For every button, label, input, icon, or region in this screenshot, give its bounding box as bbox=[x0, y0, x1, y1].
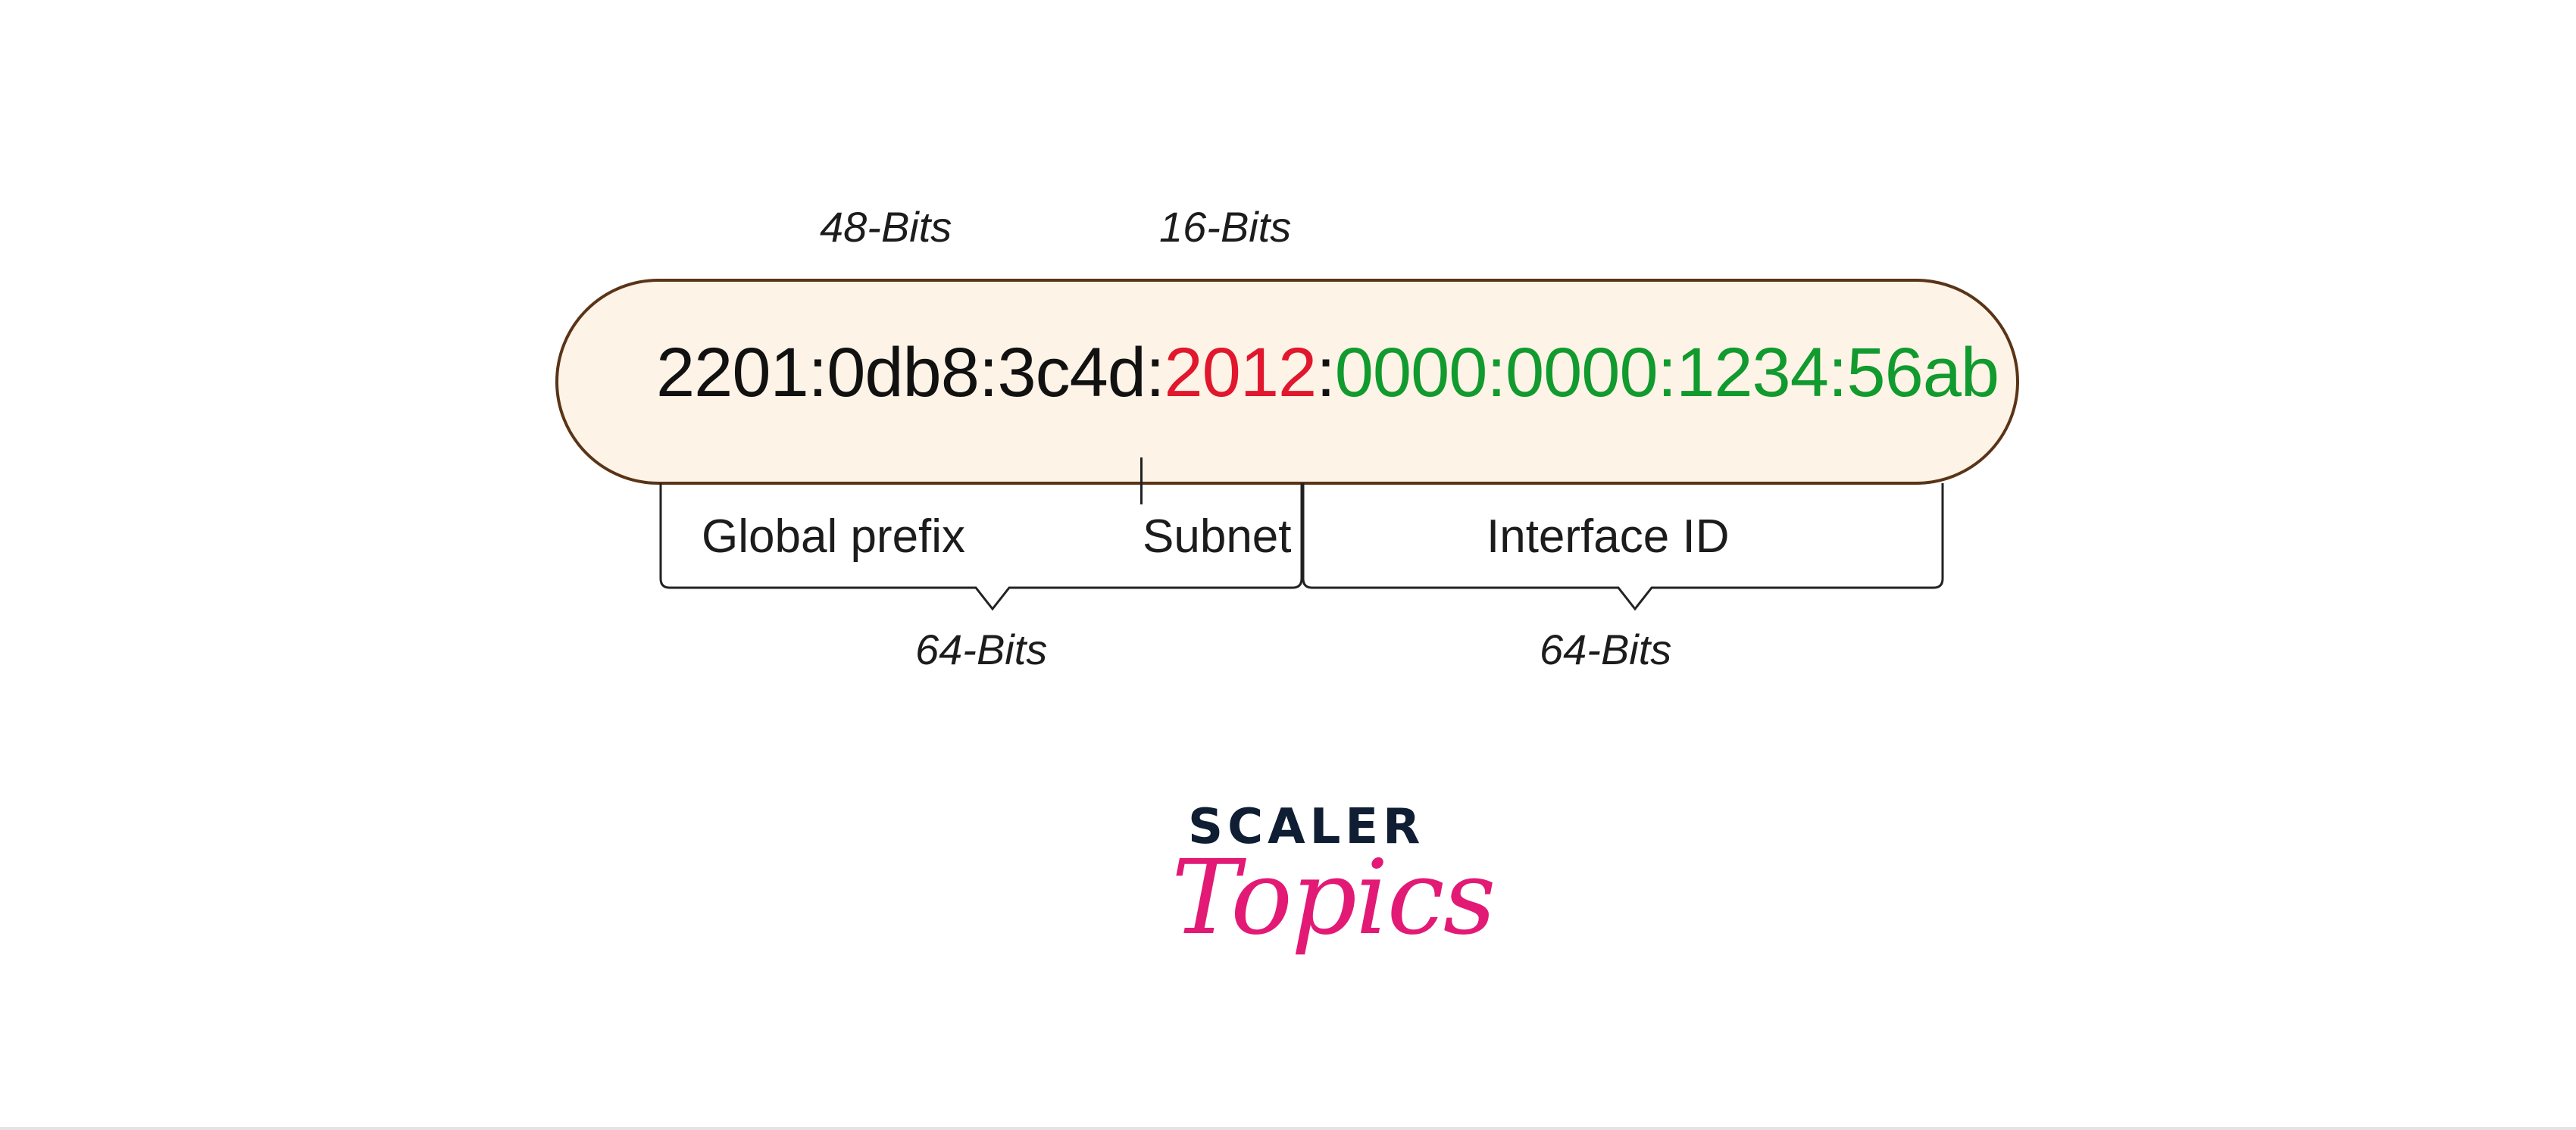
network-bracket bbox=[659, 483, 1303, 611]
ipv6-address: 2201:0db8:3c4d:2012:0000:0000:1234:56ab bbox=[656, 338, 1999, 407]
logo-wordmark: SCALER bbox=[1188, 799, 1425, 855]
bottom-divider bbox=[0, 1127, 2576, 1130]
interface-bracket bbox=[1302, 483, 1944, 611]
network-bits-label: 64-Bits bbox=[915, 626, 1048, 673]
subnet-bits-label: 16-Bits bbox=[1159, 203, 1292, 251]
address-capsule bbox=[555, 279, 2019, 485]
address-interface-id: 0000:0000:1234:56ab bbox=[1334, 334, 1999, 411]
interface-id-label: Interface ID bbox=[1487, 510, 1730, 563]
address-separator: : bbox=[1316, 334, 1336, 411]
prefix-subnet-divider bbox=[1140, 457, 1143, 504]
logo-script: Topics bbox=[1171, 838, 1496, 958]
address-global-prefix: 2201:0db8:3c4d: bbox=[656, 334, 1165, 411]
address-subnet: 2012 bbox=[1164, 334, 1318, 411]
interface-bits-label: 64-Bits bbox=[1540, 626, 1672, 673]
scaler-topics-logo: SCALER Topics bbox=[1167, 803, 1496, 992]
global-prefix-bits-label: 48-Bits bbox=[820, 203, 952, 251]
subnet-label: Subnet bbox=[1143, 510, 1292, 563]
global-prefix-label: Global prefix bbox=[702, 510, 966, 563]
